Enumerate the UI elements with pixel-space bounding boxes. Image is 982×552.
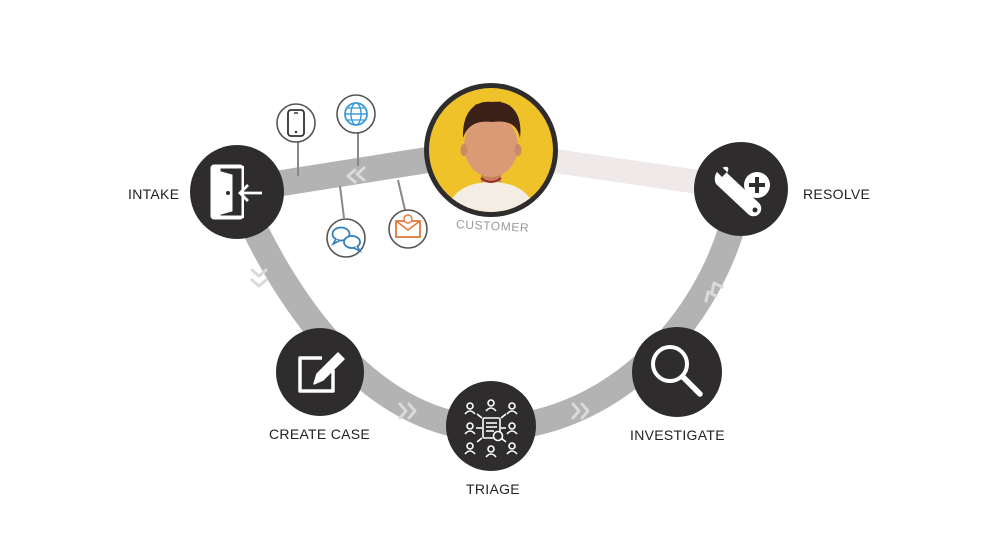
step-label-investigate: INVESTIGATE	[630, 427, 725, 443]
step-node-create-case	[276, 328, 364, 416]
envelope-icon	[388, 209, 428, 249]
step-node-investigate	[632, 327, 722, 417]
door-enter-icon	[210, 164, 262, 220]
chevron-icon	[571, 402, 590, 420]
wrench-plus-icon	[714, 166, 770, 217]
track-chevrons	[250, 166, 724, 420]
chevron-icon	[398, 402, 417, 420]
customer-avatar-icon	[445, 101, 537, 212]
step-node-resolve	[694, 142, 788, 236]
step-label-intake: INTAKE	[128, 186, 180, 202]
chat-bubbles-icon	[326, 218, 366, 258]
chevron-icon	[250, 268, 268, 288]
step-label-resolve: RESOLVE	[803, 186, 871, 202]
chevron-icon	[346, 166, 366, 184]
intake-channels	[276, 94, 428, 258]
magnifier-icon	[651, 345, 703, 397]
globe-icon	[336, 94, 376, 134]
step-label-triage: TRIAGE	[466, 481, 520, 497]
step-label-create-case: CREATE CASE	[269, 426, 371, 442]
network-people-icon	[464, 399, 518, 458]
customer-node	[424, 83, 558, 217]
step-node-intake	[190, 145, 284, 239]
edit-square-icon	[298, 352, 345, 393]
mobile-phone-icon	[276, 103, 316, 143]
step-node-triage	[446, 381, 536, 471]
chevron-icon	[704, 281, 724, 303]
